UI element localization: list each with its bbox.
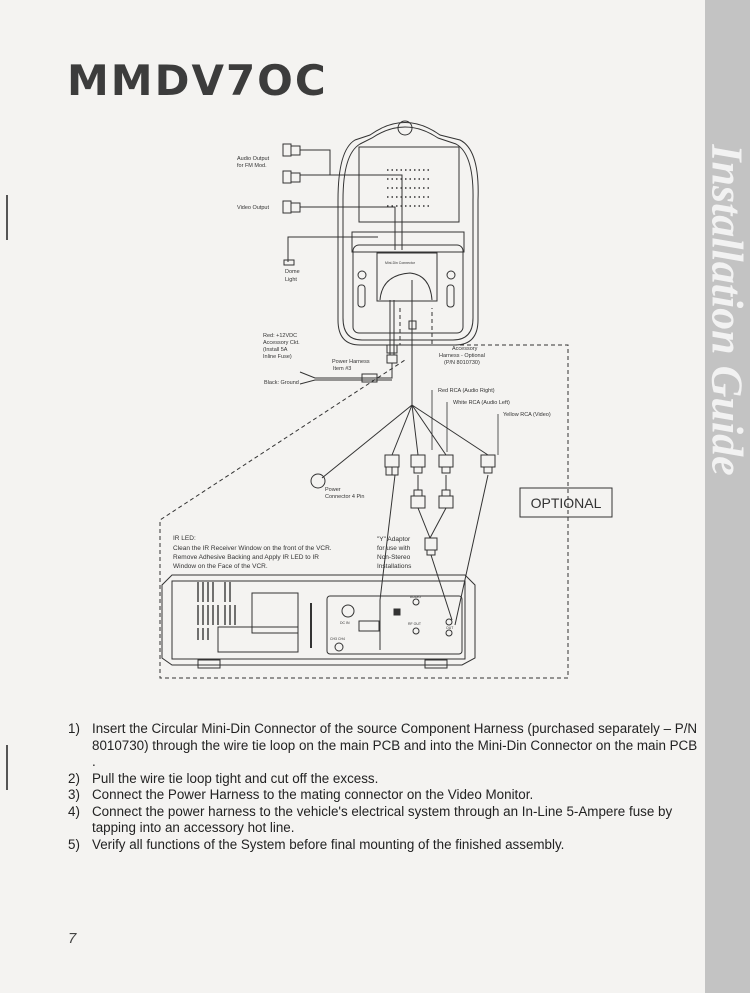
label-power-connector: Connector 4 Pin [325, 494, 364, 500]
side-banner [705, 0, 750, 993]
label-dome: Dome [285, 269, 300, 275]
label-black-ground: Black: Ground [264, 380, 299, 386]
step-number: 3) [68, 787, 80, 802]
step-text: Connect the Power Harness to the mating … [92, 787, 534, 802]
label-y-adaptor: Non-Stereo [377, 554, 411, 561]
output-connectors [282, 143, 403, 266]
instruction-steps: 1) Insert the Circular Mini-Din Connector… [68, 721, 698, 853]
page-title: MMDV7OC [67, 56, 328, 105]
label-audio-output: Audio Output [237, 156, 270, 162]
label-power-harness-item: Item #3 [333, 366, 351, 372]
label-y-adaptor: Installations [377, 563, 412, 570]
label-red-power: Inline Fuse) [263, 354, 292, 360]
step: 2) Pull the wire tie loop tight and cut o… [68, 771, 698, 788]
step: 3) Connect the Power Harness to the matin… [68, 787, 698, 804]
label-accessory-pn: (P/N 8010730) [444, 360, 480, 366]
label-power-harness: Power Harness [332, 359, 370, 365]
power-harness [299, 300, 398, 385]
step: 5) Verify all functions of the System bef… [68, 837, 698, 854]
label-mini-din: Mini-Din Connector [385, 261, 416, 265]
optional-label: OPTIONAL [531, 495, 602, 511]
step-text: Pull the wire tie loop tight and cut off… [92, 770, 379, 786]
label-red-power: Accessory Ckt. [263, 340, 300, 346]
vcr [161, 574, 476, 669]
label-accessory: Accessory [452, 346, 478, 352]
ir-led-icon [310, 473, 326, 489]
step-number: 5) [68, 836, 80, 852]
step-number: 4) [68, 803, 80, 819]
label-ir-led: IR LED: [173, 535, 196, 542]
optional-boundary [159, 308, 569, 679]
label-yellow-rca: Yellow RCA (Video) [503, 412, 551, 418]
label-y-adaptor: for use with [377, 545, 411, 552]
vcr-rf-out-label: RF OUT [408, 622, 422, 626]
rca-connectors [310, 454, 496, 650]
vcr-audio-label: AUDIO [410, 595, 421, 599]
label-ir-led: Remove Adhesive Backing and Apply IR LED… [173, 554, 319, 561]
page-number: 7 [68, 930, 77, 947]
accessory-harness-cable [321, 280, 499, 479]
step-number: 1) [68, 721, 80, 736]
binding-mark [6, 745, 8, 790]
label-y-adaptor: "Y" Adaptor [377, 536, 411, 543]
label-light: Light [285, 277, 297, 283]
step-text: Insert the Circular Mini-Din Connector o… [92, 721, 698, 769]
label-ir-led: Window on the Face of the VCR. [173, 563, 268, 570]
video-monitor [337, 120, 479, 346]
vcr-channel-label: CH3 CH4 [330, 637, 345, 641]
vcr-out-label: OUT [446, 626, 454, 630]
label-power-connector: Power [325, 487, 341, 493]
label-ir-led: Clean the IR Receiver Window on the fron… [173, 545, 332, 552]
label-white-rca: White RCA (Audio Left) [453, 400, 510, 406]
label-red-power: Red: +12VDC [263, 333, 297, 339]
binding-mark [6, 195, 8, 240]
label-audio-output-fm: for FM Mod. [237, 163, 267, 169]
optional-box [519, 487, 613, 518]
vcr-dc-in-label: DC IN [340, 621, 350, 625]
step: 1) Insert the Circular Mini-Din Connector… [68, 721, 698, 771]
label-video-output: Video Output [237, 205, 269, 211]
label-red-rca: Red RCA (Audio Right) [438, 388, 495, 394]
step-text: Verify all functions of the System befor… [92, 836, 565, 852]
step: 4) Connect the power harness to the vehic… [68, 804, 698, 837]
label-accessory: Harness - Optional [439, 353, 485, 359]
step-number: 2) [68, 770, 80, 786]
step-text: Connect the power harness to the vehicle… [92, 803, 673, 836]
label-red-power: (Install 5A [263, 347, 288, 353]
